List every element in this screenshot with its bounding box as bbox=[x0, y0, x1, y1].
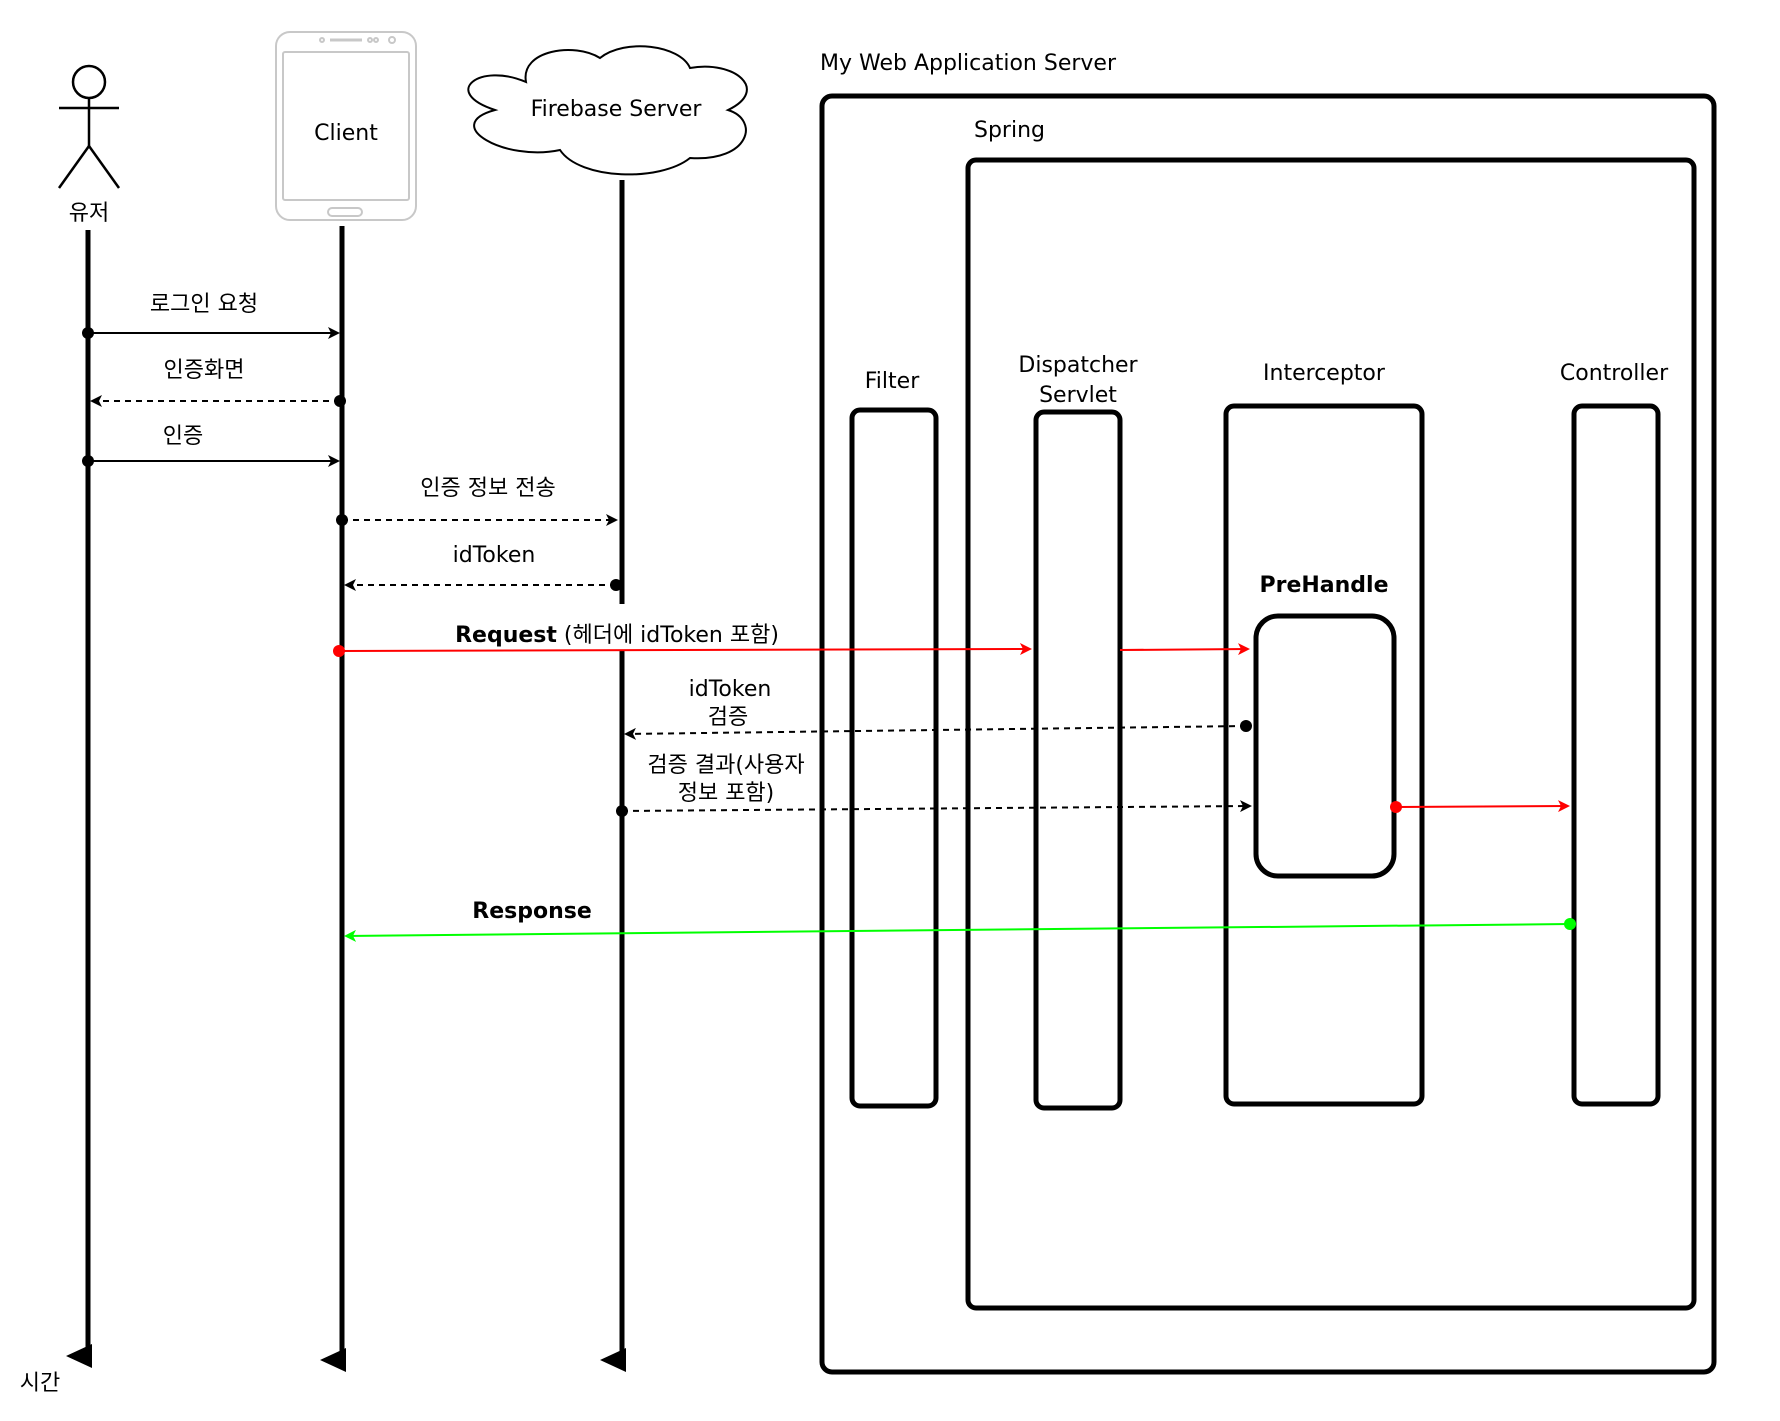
mobile-device-icon bbox=[275, 31, 417, 221]
spring-box bbox=[965, 157, 1697, 1311]
request-forward-arrow bbox=[1119, 643, 1250, 656]
spring-label: Spring bbox=[974, 118, 1045, 143]
auth-start-dot bbox=[82, 455, 94, 467]
prehandle-box bbox=[1253, 613, 1397, 879]
user-actor-icon bbox=[57, 64, 121, 189]
auth-screen-start-dot bbox=[334, 395, 346, 407]
prehandle-to-controller-arrow bbox=[1395, 800, 1570, 813]
firebase-label: Firebase Server bbox=[531, 97, 703, 122]
controller-box bbox=[1571, 403, 1661, 1107]
cloud-icon bbox=[467, 45, 748, 176]
interceptor-label: Interceptor bbox=[1263, 361, 1386, 386]
response-start-dot bbox=[1564, 918, 1576, 930]
auth-label: 인증 bbox=[163, 424, 203, 449]
verify-arrow bbox=[624, 725, 1247, 740]
user-label: 유저 bbox=[69, 201, 109, 226]
auth-screen-label: 인증화면 bbox=[164, 358, 245, 383]
prehandle-to-controller-start-dot bbox=[1390, 801, 1402, 813]
prehandle-label: PreHandle bbox=[1259, 573, 1388, 598]
result-arrow bbox=[621, 800, 1252, 813]
request-start-dot bbox=[333, 645, 345, 657]
send-auth-info-start-dot bbox=[336, 514, 348, 526]
web-server-box bbox=[819, 93, 1717, 1375]
interceptor-box bbox=[1223, 403, 1425, 1107]
filter-box bbox=[849, 407, 939, 1109]
dispatcher-label-line1: Dispatcher bbox=[1018, 353, 1138, 378]
request-label: Request (헤더에 idToken 포함) bbox=[455, 623, 779, 648]
response-label: Response bbox=[472, 899, 592, 924]
request-label-rest: (헤더에 idToken 포함) bbox=[557, 623, 779, 648]
id-token-label: idToken bbox=[453, 543, 536, 568]
server-title: My Web Application Server bbox=[820, 51, 1117, 76]
verify-label-line2: 검증 bbox=[708, 705, 748, 730]
dispatcher-servlet-box bbox=[1033, 409, 1123, 1111]
result-label-line1: 검증 결과(사용자 bbox=[647, 753, 804, 778]
login-request-label: 로그인 요청 bbox=[150, 292, 258, 317]
id-token-start-dot bbox=[610, 579, 622, 591]
login-request-start-dot bbox=[82, 327, 94, 339]
filter-label: Filter bbox=[865, 369, 920, 394]
response-arrow bbox=[344, 923, 1571, 942]
controller-label: Controller bbox=[1560, 361, 1669, 386]
time-label: 시간 bbox=[20, 1371, 60, 1396]
verify-start-dot bbox=[1240, 720, 1252, 732]
result-start-dot bbox=[616, 805, 628, 817]
verify-label-line1: idToken bbox=[689, 677, 772, 702]
request-label-bold: Request bbox=[455, 623, 557, 648]
request-arrow bbox=[338, 643, 1032, 656]
client-label: Client bbox=[314, 121, 378, 146]
send-auth-info-label: 인증 정보 전송 bbox=[420, 476, 555, 501]
dispatcher-label-line2: Servlet bbox=[1039, 383, 1117, 408]
result-label-line2: 정보 포함) bbox=[678, 781, 775, 806]
